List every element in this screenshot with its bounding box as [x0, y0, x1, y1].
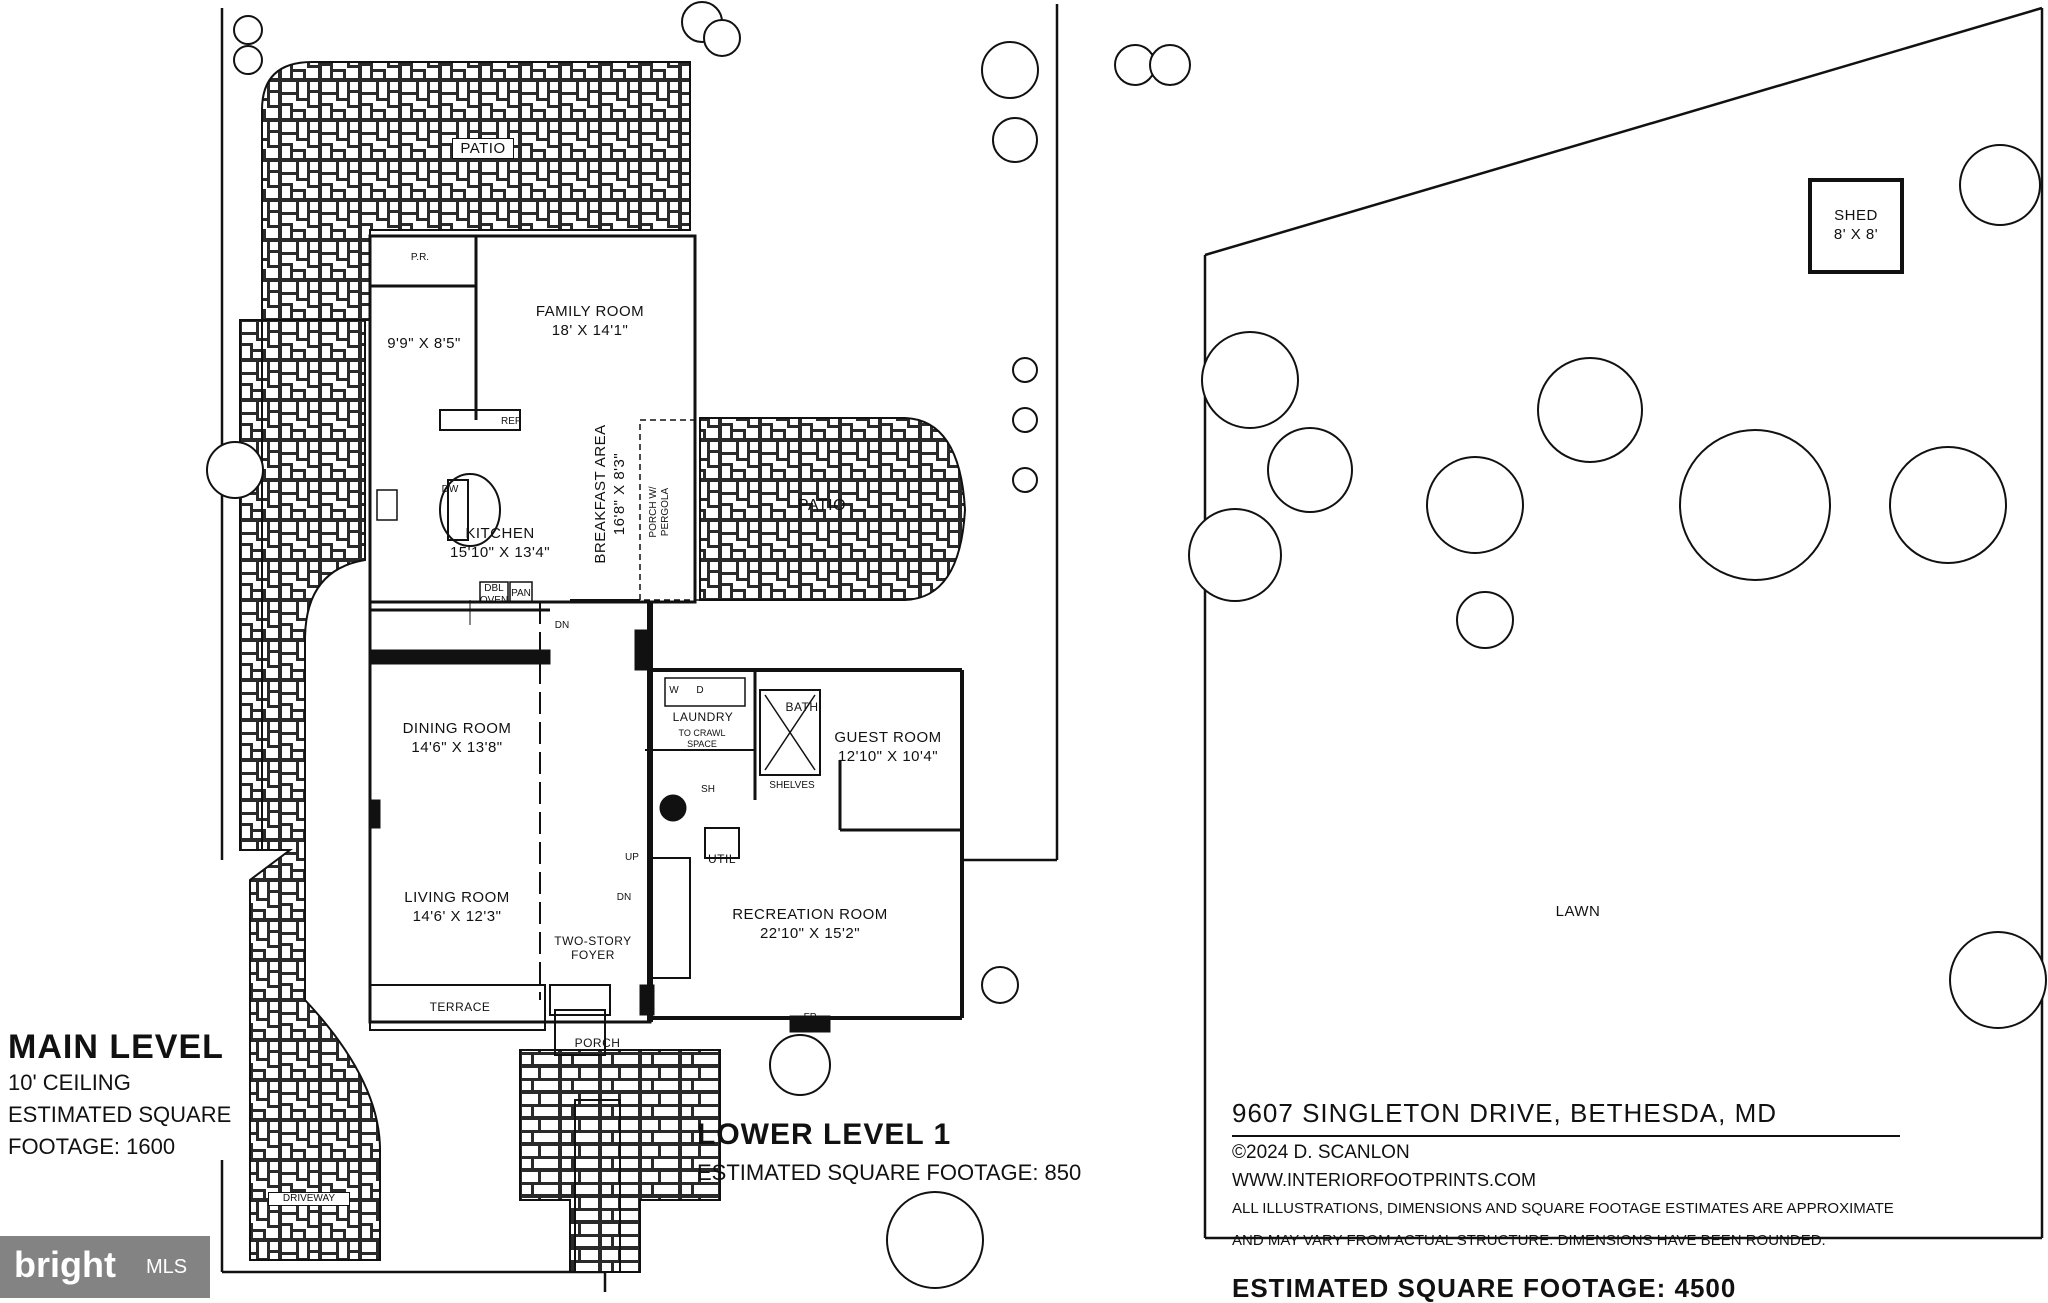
trees	[206, 1, 2047, 1289]
stair-down-lower-label: DN	[616, 892, 632, 903]
sump-label: SH	[701, 784, 715, 795]
logo-text: bright	[14, 1244, 116, 1285]
total-sqft: ESTIMATED SQUARE FOOTAGE: 4500	[1232, 1273, 1737, 1303]
house-walls	[368, 234, 964, 1056]
fireplace-label: FP	[803, 1012, 817, 1023]
terrace-label: TERRACE	[429, 1000, 491, 1014]
stair-up-label: UP	[625, 852, 639, 863]
shed-outline	[1808, 178, 1904, 274]
driveway-label: DRIVEWAY	[268, 1192, 350, 1206]
shelves-label: SHELVES	[769, 780, 815, 791]
stone-patio-areas	[239, 61, 967, 1273]
disclaimer-line1: ALL ILLUSTRATIONS, DIMENSIONS AND SQUARE…	[1232, 1200, 1894, 1217]
crawl-space-label: TO CRAWL SPACE	[678, 728, 726, 749]
property-lines	[220, 4, 2044, 1292]
main-level-sqft-line2: FOOTAGE: 1600	[8, 1134, 176, 1159]
porch-pergola-label: PORCH W/ PERGOLA	[648, 486, 671, 538]
main-level-sqft-line1: ESTIMATED SQUARE	[8, 1102, 232, 1127]
lower-level-title: LOWER LEVEL 1	[697, 1118, 952, 1151]
lawn-label: LAWN	[1555, 903, 1601, 920]
powder-room-dims: 9'9" X 8'5"	[387, 335, 461, 352]
porch-label: PORCH	[574, 1036, 621, 1050]
double-oven-label: DBL OVEN	[479, 583, 509, 606]
washer-label: W	[669, 685, 679, 696]
utility-label: UTIL	[707, 852, 736, 866]
stair-down-label: DN	[554, 620, 570, 631]
copyright: ©2024 D. SCANLON	[1232, 1142, 1410, 1163]
logo-suffix: MLS	[146, 1256, 188, 1278]
dishwasher-label: DW	[441, 484, 459, 495]
dryer-label: D	[696, 685, 704, 696]
powder-room-label: P.R.	[410, 252, 430, 263]
pantry-label: PAN	[511, 588, 531, 599]
disclaimer-line2: AND MAY VARY FROM ACTUAL STRUCTURE. DIME…	[1232, 1232, 1826, 1249]
patio-right-label: PATIO	[797, 497, 847, 514]
bright-mls-logo: bright MLS	[0, 1236, 210, 1298]
lower-level-sqft: ESTIMATED SQUARE FOOTAGE: 850	[697, 1160, 1082, 1185]
ref-label: REF	[501, 416, 521, 427]
patio-top-label: PATIO	[452, 138, 514, 159]
bath-label: BATH	[785, 700, 819, 714]
main-level-ceiling: 10' CEILING	[8, 1070, 131, 1095]
laundry-label: LAUNDRY	[672, 710, 734, 724]
main-level-title: MAIN LEVEL	[8, 1028, 224, 1066]
website: WWW.INTERIORFOOTPRINTS.COM	[1232, 1170, 1536, 1190]
property-address: 9607 SINGLETON DRIVE, BETHESDA, MD	[1232, 1098, 1777, 1128]
two-story-foyer-label: TWO-STORY FOYER	[554, 934, 632, 962]
